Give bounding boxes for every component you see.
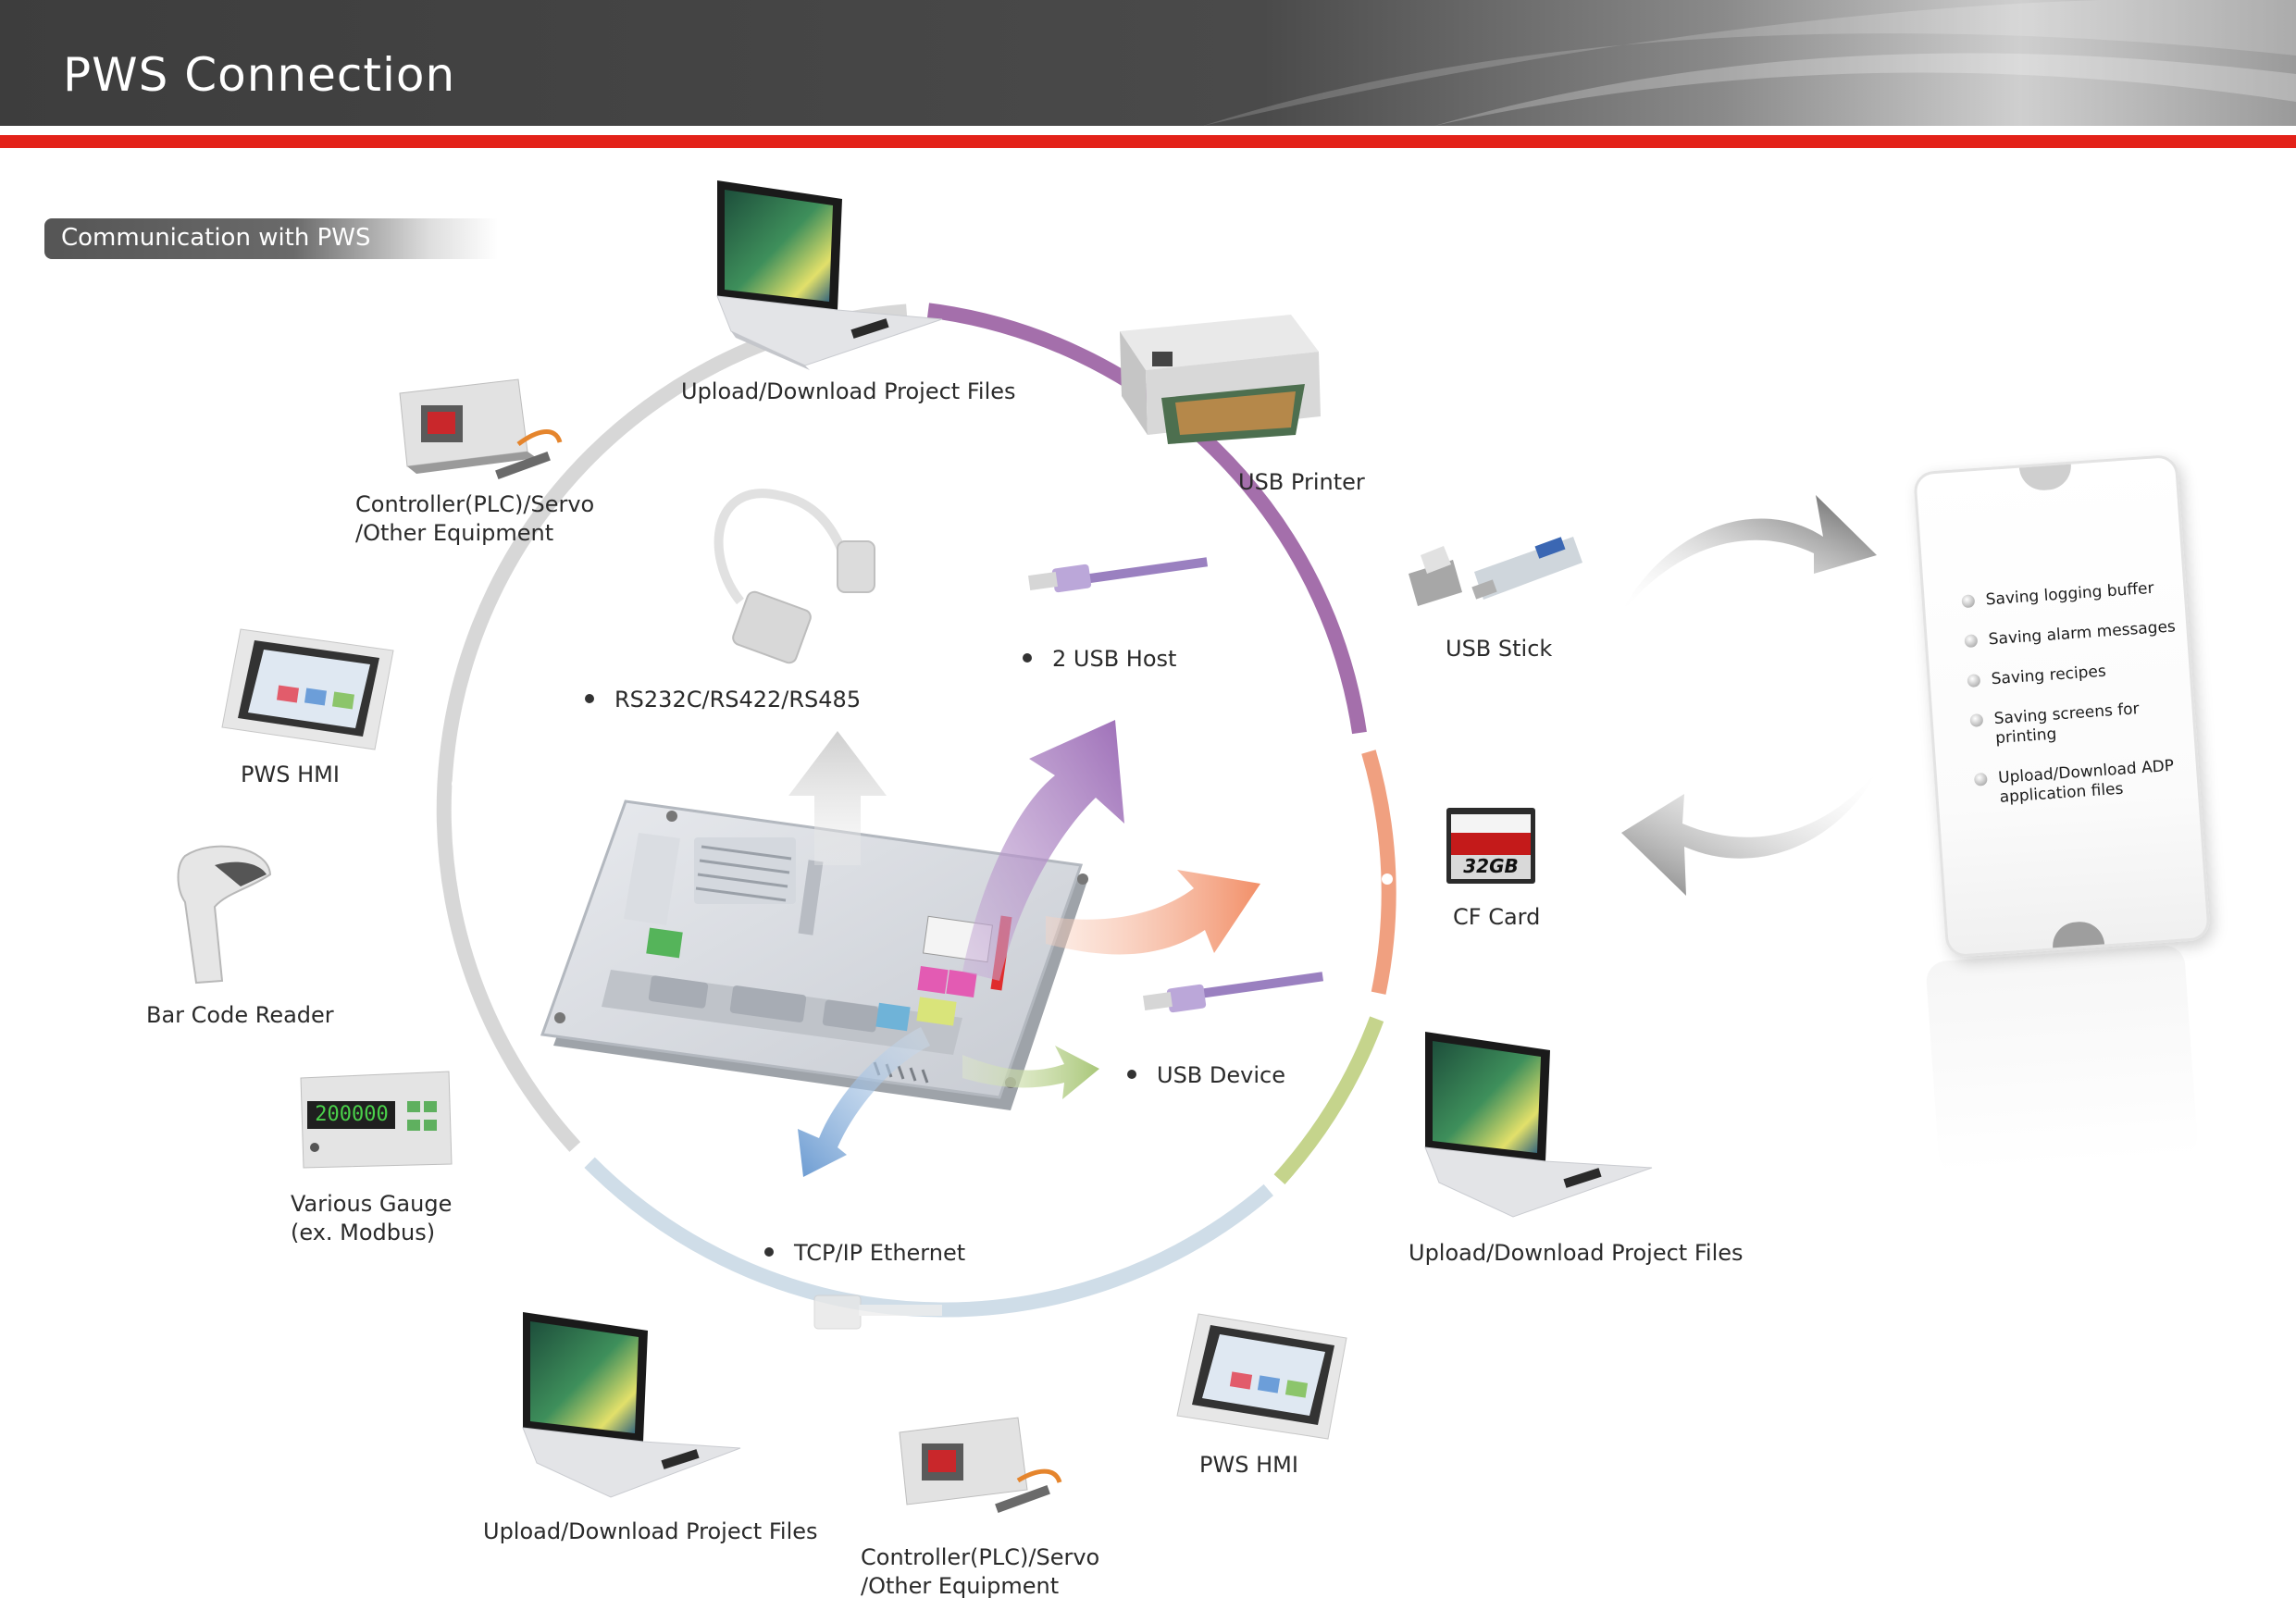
laptop-right-image bbox=[1424, 1032, 1653, 1218]
list-item: Saving alarm messages bbox=[1964, 617, 2178, 651]
label-controller-top-line1: Controller(PLC)/Servo bbox=[355, 491, 595, 517]
pws-hmi-back-panel bbox=[540, 799, 1088, 1110]
panel-bottom-button bbox=[2051, 920, 2105, 948]
bullet-icon bbox=[1127, 1070, 1136, 1079]
storage-panel-reflection bbox=[1925, 944, 2199, 1175]
gauge-display: 200000 bbox=[315, 1103, 389, 1126]
radio-dot-icon bbox=[1964, 634, 1979, 649]
page-title: PWS Connection bbox=[63, 48, 456, 102]
label-pc-top: Upload/Download Project Files bbox=[681, 378, 1016, 404]
various-gauge-image bbox=[300, 1071, 453, 1169]
label-gauge-line2: (ex. Modbus) bbox=[291, 1220, 436, 1245]
port-ethernet: TCP/IP Ethernet bbox=[764, 1240, 965, 1266]
arrow-usb-device-upper bbox=[1046, 870, 1260, 955]
label-controller-top: Controller(PLC)/Servo /Other Equipment bbox=[355, 490, 594, 548]
list-item: Saving recipes bbox=[1967, 657, 2180, 691]
bullet-icon bbox=[585, 694, 594, 703]
label-bar-code-reader: Bar Code Reader bbox=[146, 1002, 334, 1028]
port-usb-host-label: 2 USB Host bbox=[1052, 646, 1177, 672]
section-tag bbox=[44, 218, 498, 259]
radio-dot-icon bbox=[1969, 712, 1984, 727]
usb-cable-device-image bbox=[1143, 972, 1324, 1013]
radio-dot-icon bbox=[1967, 674, 1981, 688]
label-gauge-line1: Various Gauge bbox=[291, 1191, 453, 1217]
list-item: Saving screens for printing bbox=[1969, 697, 2184, 750]
usb-cable-host-image bbox=[1028, 557, 1209, 593]
arrow-from-storage-panel bbox=[1621, 768, 1879, 896]
port-serial: RS232C/RS422/RS485 bbox=[585, 687, 861, 712]
list-item: Upload/Download ADP application files bbox=[1973, 756, 2189, 810]
serial-cable-image bbox=[714, 489, 875, 664]
list-item: Saving logging buffer bbox=[1961, 577, 2175, 612]
radio-dot-icon bbox=[1961, 594, 1976, 609]
label-controller-bottom-line1: Controller(PLC)/Servo bbox=[861, 1544, 1100, 1570]
label-controller-top-line2: /Other Equipment bbox=[355, 520, 554, 546]
label-usb-stick: USB Stick bbox=[1446, 636, 1553, 662]
controller-top-image bbox=[399, 378, 563, 479]
header-accent-bar bbox=[0, 135, 2296, 148]
ring-segment-green bbox=[1273, 1016, 1384, 1184]
laptop-top-image bbox=[716, 180, 943, 370]
arrow-usb-host bbox=[962, 720, 1124, 981]
port-ethernet-label: TCP/IP Ethernet bbox=[794, 1240, 966, 1266]
hmi-left-image bbox=[221, 628, 394, 750]
bullet-icon bbox=[764, 1247, 774, 1257]
label-hmi-bottom: PWS HMI bbox=[1199, 1452, 1298, 1478]
label-controller-bottom-line2: /Other Equipment bbox=[861, 1573, 1060, 1599]
direction-arrows bbox=[788, 720, 1260, 1177]
header-swoosh bbox=[1203, 0, 2296, 126]
port-serial-label: RS232C/RS422/RS485 bbox=[614, 687, 862, 712]
ring-segment-orange bbox=[1361, 750, 1396, 995]
arrow-serial bbox=[788, 731, 887, 865]
label-usb-printer: USB Printer bbox=[1238, 469, 1365, 495]
usb-stick-image bbox=[1409, 537, 1582, 606]
label-pc-right: Upload/Download Project Files bbox=[1409, 1240, 1744, 1266]
radio-dot-icon bbox=[1973, 772, 1988, 787]
ring-segment-blue bbox=[584, 1157, 1273, 1318]
port-usb-device: USB Device bbox=[1127, 1062, 1285, 1088]
header-divider bbox=[0, 126, 2296, 135]
cf-capacity: 32GB bbox=[1463, 855, 1519, 877]
panel-top-button bbox=[2018, 464, 2073, 492]
label-gauge: Various Gauge (ex. Modbus) bbox=[291, 1190, 452, 1247]
usb-printer-image bbox=[1120, 315, 1321, 444]
label-pc-bottom: Upload/Download Project Files bbox=[483, 1518, 818, 1544]
controller-bottom-image bbox=[899, 1417, 1062, 1513]
storage-functions-panel: Saving logging buffer Saving alarm messa… bbox=[1913, 453, 2211, 959]
port-usb-device-label: USB Device bbox=[1157, 1062, 1285, 1088]
port-usb-host: 2 USB Host bbox=[1023, 646, 1176, 672]
cf-card-image bbox=[1446, 808, 1535, 884]
label-hmi-left: PWS HMI bbox=[241, 762, 340, 787]
section-tag-label: Communication with PWS bbox=[61, 224, 371, 252]
ethernet-connector-image bbox=[813, 1295, 942, 1330]
label-cf-card: CF Card bbox=[1453, 904, 1541, 930]
label-controller-bottom: Controller(PLC)/Servo /Other Equipment bbox=[861, 1543, 1099, 1601]
page-header bbox=[0, 0, 2296, 126]
arrow-ethernet bbox=[798, 1027, 930, 1177]
bullet-icon bbox=[1023, 653, 1032, 663]
hmi-bottom-image bbox=[1176, 1313, 1347, 1440]
arrow-usb-device-lower bbox=[962, 1046, 1099, 1099]
ring-segment-purple bbox=[926, 303, 1367, 735]
laptop-bottom-image bbox=[522, 1312, 741, 1498]
bar-code-reader-image bbox=[177, 845, 272, 985]
storage-functions-list: Saving logging buffer Saving alarm messa… bbox=[1961, 577, 2190, 829]
arrow-to-storage-panel bbox=[1620, 495, 1877, 615]
ring-segment-grey bbox=[436, 304, 908, 1152]
